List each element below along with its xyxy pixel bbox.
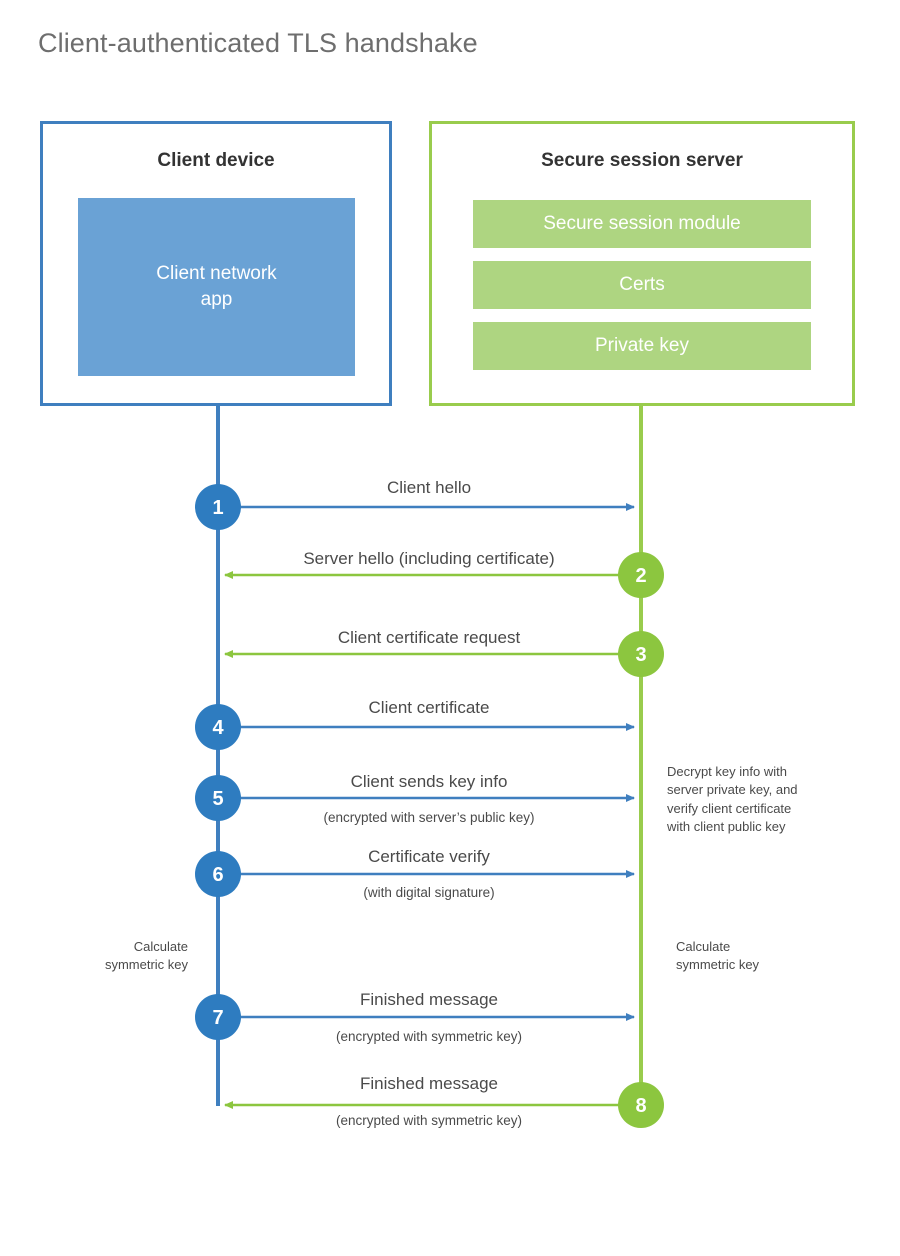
step-label-6: Certificate verify (368, 847, 490, 866)
step-number-3: 3 (635, 644, 646, 666)
step-sublabel-8: (encrypted with symmetric key) (335, 1113, 523, 1128)
step-number-8: 8 (635, 1095, 646, 1117)
client-device-title: Client device (157, 150, 275, 171)
step-label-7: Finished message (360, 990, 498, 1009)
step-dot-5[interactable] (195, 775, 241, 821)
step-dot-7[interactable] (195, 994, 241, 1040)
step-label-1: Client hello (386, 478, 472, 497)
step-label-5: Client sends key info (350, 772, 508, 791)
step-label-8: Finished message (360, 1074, 498, 1093)
step-number-7: 7 (212, 1007, 223, 1029)
step-sublabel-7: (encrypted with symmetric key) (335, 1029, 523, 1044)
server-module-list: Secure session module Certs Private key (473, 200, 811, 383)
step-dot-1[interactable] (195, 484, 241, 530)
step-number-4: 4 (212, 717, 224, 739)
step-label-4: Client certificate (368, 698, 490, 717)
step-dot-8[interactable] (618, 1082, 664, 1128)
secure-session-server-box: Secure session server Secure session mod… (429, 121, 855, 406)
step-sublabel-6: (with digital signature) (363, 885, 495, 900)
step-number-6: 6 (212, 864, 223, 886)
secure-session-server-title: Secure session server (541, 150, 743, 171)
step-dot-6[interactable] (195, 851, 241, 897)
step-number-2: 2 (635, 565, 646, 587)
step-dot-2[interactable] (618, 552, 664, 598)
step-label-2: Server hello (including certificate) (303, 549, 555, 568)
step-dot-4[interactable] (195, 704, 241, 750)
server-module-item: Certs (473, 261, 811, 309)
server-module-item: Secure session module (473, 200, 811, 248)
step-label-3: Client certificate request (337, 628, 521, 647)
step-number-5: 5 (212, 788, 223, 810)
step-sublabel-5: (encrypted with server’s public key) (323, 810, 535, 825)
server-module-item: Private key (473, 322, 811, 370)
step-number-1: 1 (212, 497, 223, 519)
step-dot-3[interactable] (618, 631, 664, 677)
page-title: Client-authenticated TLS handshake (38, 28, 478, 58)
